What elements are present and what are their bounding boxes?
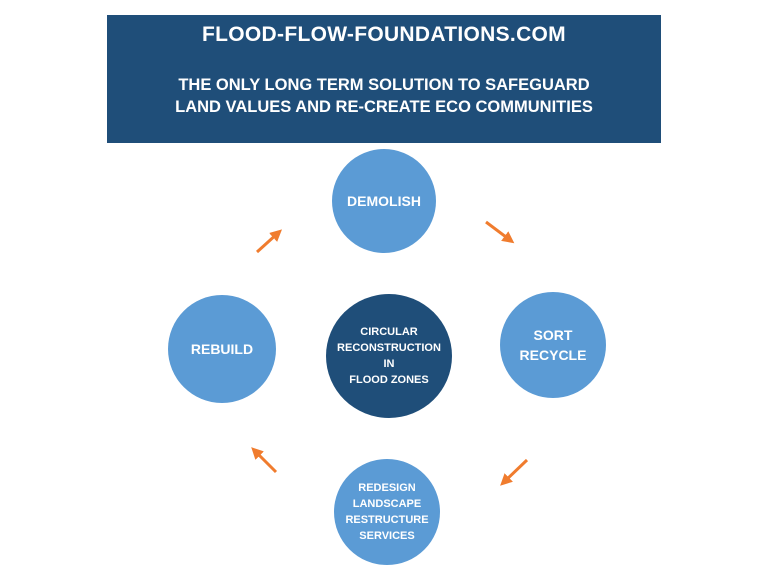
arrow-icon (485, 220, 515, 244)
center-label: RECONSTRUCTION (337, 342, 441, 354)
tagline-line-2: LAND VALUES AND RE-CREATE ECO COMMUNITIE… (175, 98, 593, 116)
step-label: RESTRUCTURE (345, 514, 429, 526)
arrow-icon (251, 447, 278, 474)
step-label: REBUILD (190, 341, 254, 357)
center-label: IN (383, 358, 395, 370)
center-circle: CIRCULAR RECONSTRUCTION IN FLOOD ZONES (326, 294, 452, 418)
step-label: SERVICES (359, 530, 415, 542)
step-label: DEMOLISH (347, 193, 421, 209)
tagline-line-1: THE ONLY LONG TERM SOLUTION TO SAFEGUARD (178, 76, 590, 94)
header-banner: FLOOD-FLOW-FOUNDATIONS.COM THE ONLY LONG… (107, 15, 661, 143)
step-label: RECYCLE (519, 347, 587, 363)
tagline: THE ONLY LONG TERM SOLUTION TO SAFEGUARD… (107, 74, 661, 118)
center-label: CIRCULAR (360, 326, 418, 338)
step-label: REDESIGN (358, 482, 416, 494)
step-label: SORT (533, 327, 573, 343)
step-rebuild: REBUILD (168, 295, 276, 403)
step-redesign: REDESIGN LANDSCAPE RESTRUCTURE SERVICES (334, 459, 440, 565)
center-label: FLOOD ZONES (349, 374, 429, 386)
step-sort-recycle: SORT RECYCLE (500, 292, 606, 398)
step-demolish: DEMOLISH (332, 149, 436, 253)
arrow-icon (500, 458, 529, 486)
step-label: LANDSCAPE (352, 498, 422, 510)
arrow-icon (255, 229, 283, 254)
site-title: FLOOD-FLOW-FOUNDATIONS.COM (202, 23, 566, 46)
